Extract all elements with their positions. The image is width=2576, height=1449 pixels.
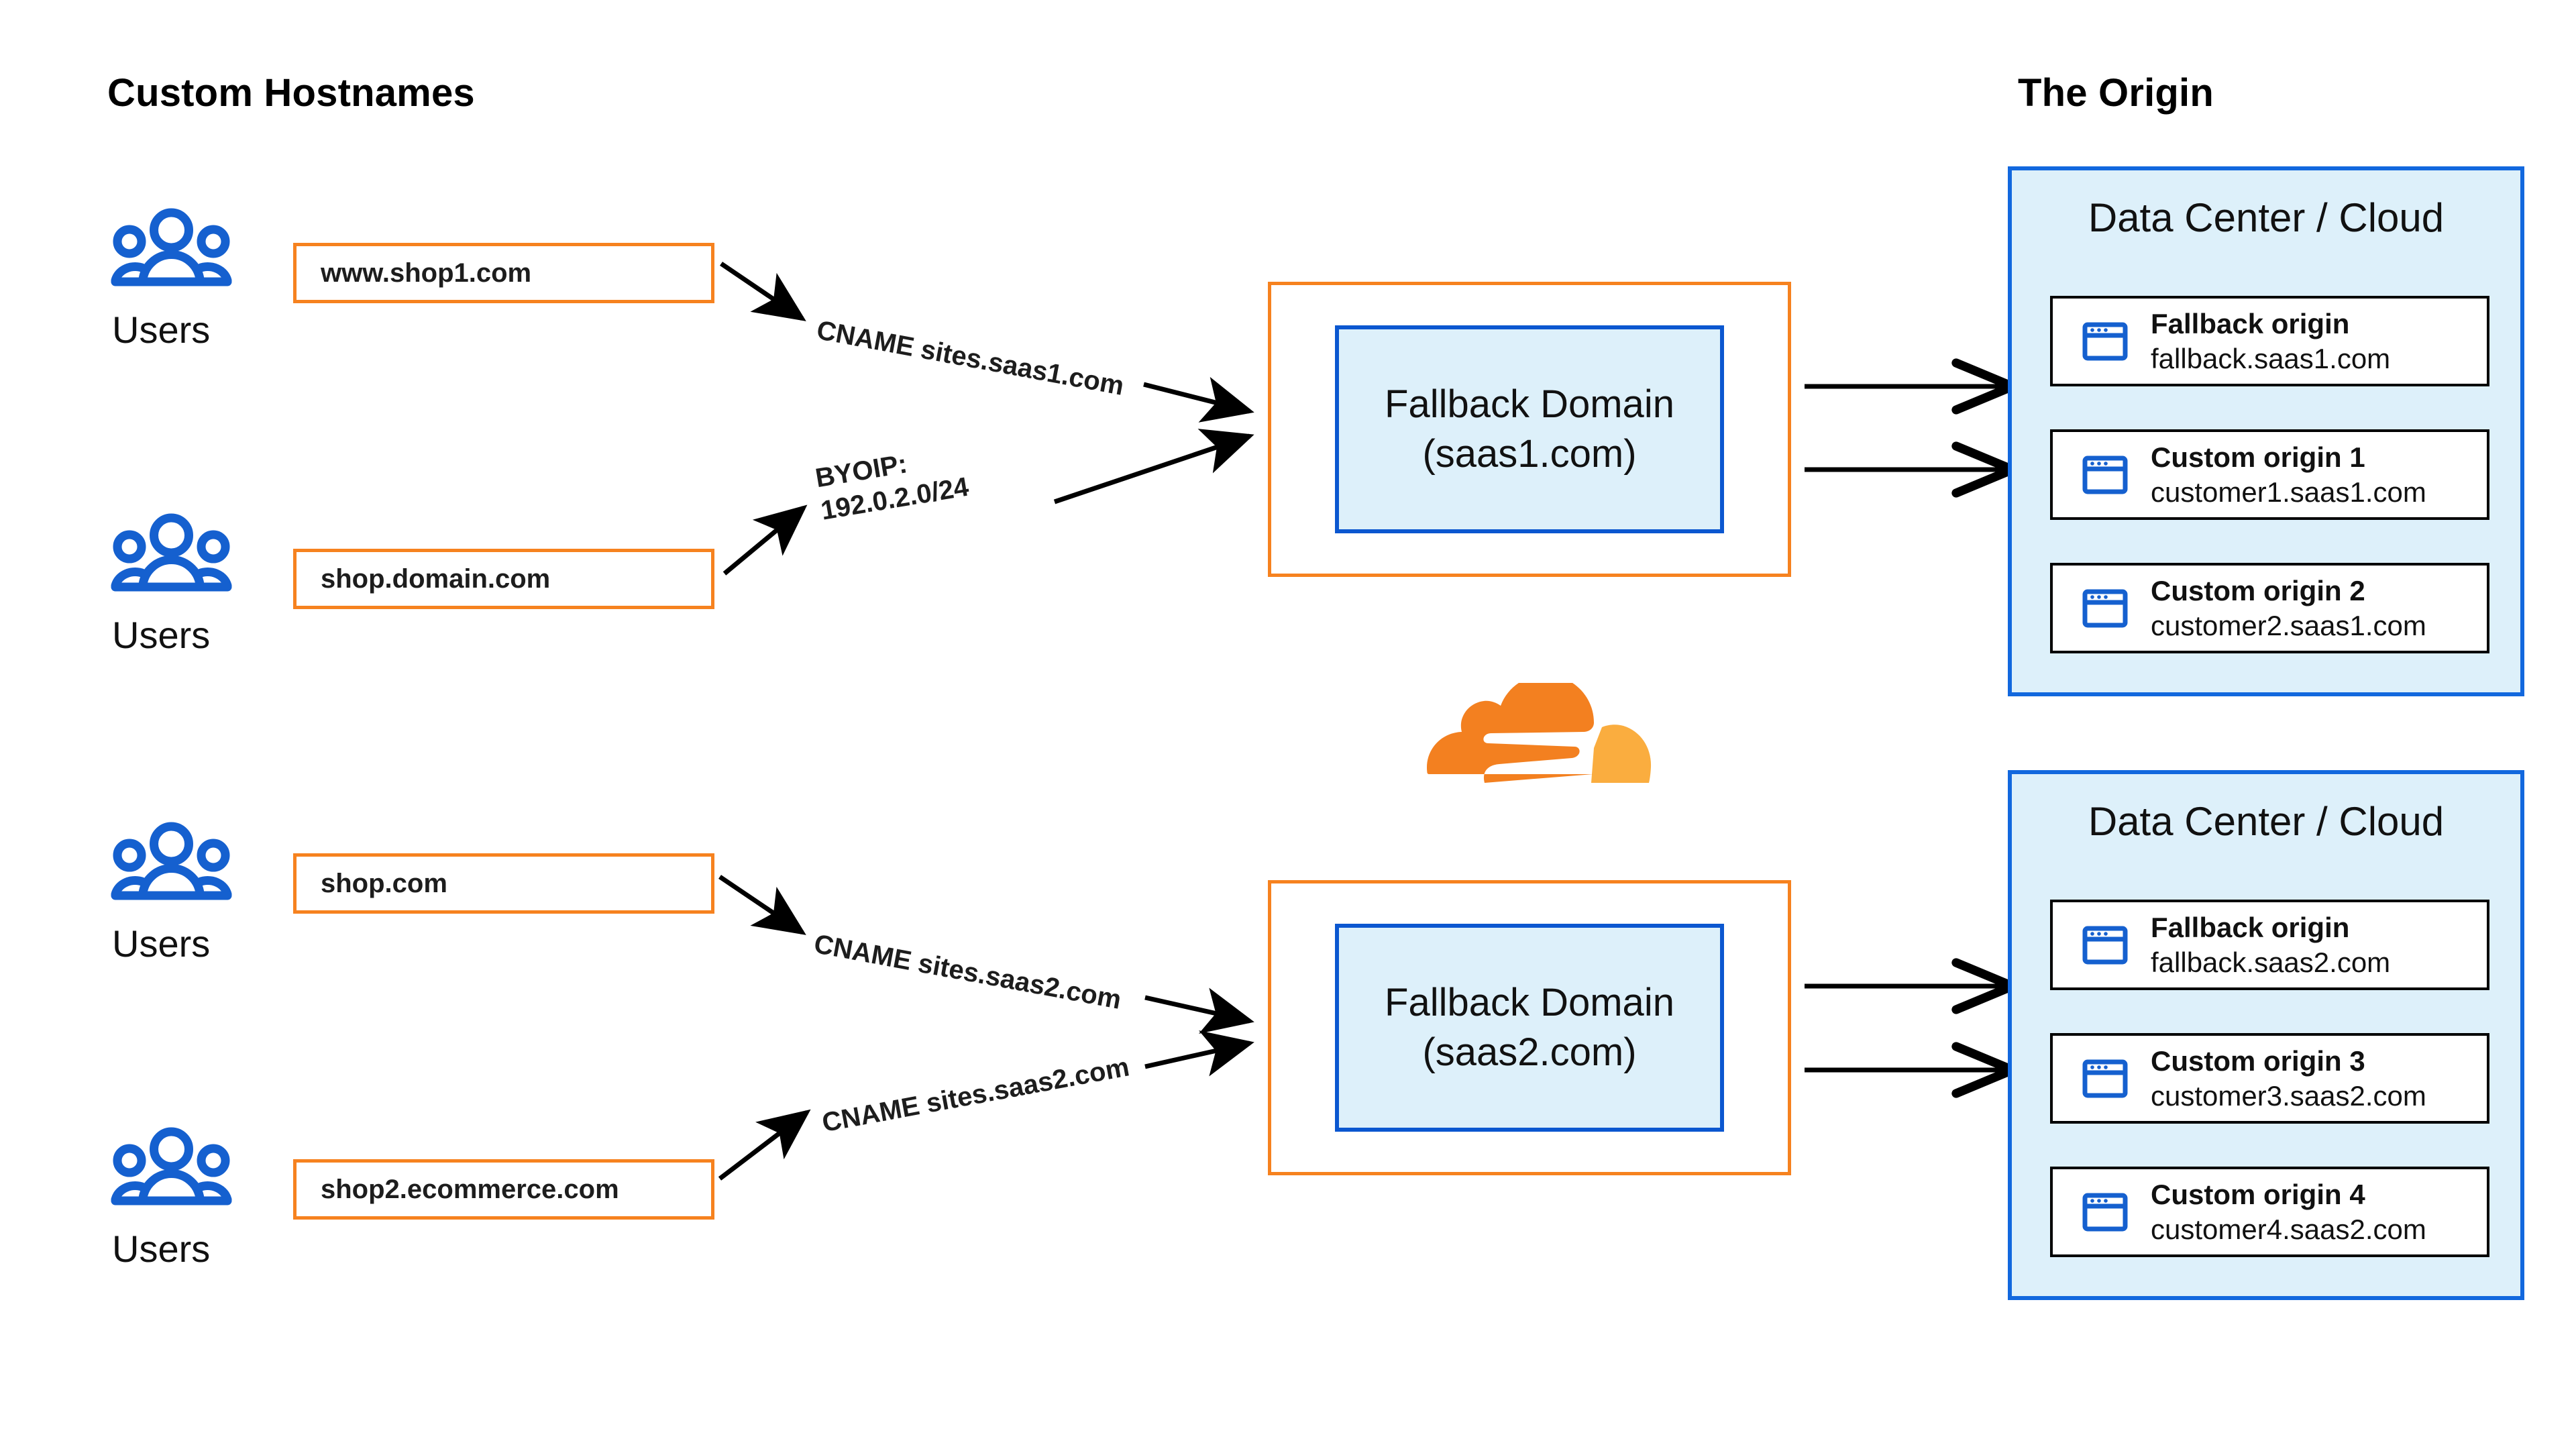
origin-name: Custom origin 3 — [2151, 1045, 2365, 1077]
origin-host: customer2.saas1.com — [2151, 609, 2426, 641]
users-icon — [111, 1127, 232, 1205]
data-center-panel-2: Data Center / Cloud Fallback origin fall… — [2008, 770, 2524, 1300]
user-group-label: Users — [112, 614, 211, 656]
fallback-domain-title: Fallback Domain — [1385, 980, 1674, 1024]
hostname-box-shop2-ecommerce[interactable]: shop2.ecommerce.com — [293, 1159, 714, 1220]
users-icon — [111, 822, 232, 900]
connector-label-cname-saas2-b: CNAME sites.saas2.com — [820, 1052, 1132, 1138]
origin-card-texts: Fallback origin fallback.saas1.com — [2151, 307, 2390, 375]
origin-host: customer3.saas2.com — [2151, 1079, 2426, 1112]
origin-name: Custom origin 2 — [2151, 575, 2365, 607]
origin-card-texts: Custom origin 1 customer1.saas1.com — [2151, 440, 2426, 508]
cloudflare-cloud-icon — [1427, 675, 1652, 783]
custom-hostnames-heading: Custom Hostnames — [107, 71, 475, 115]
origin-card-custom-origin-4[interactable]: Custom origin 4 customer4.saas2.com — [2050, 1167, 2489, 1257]
fallback-domain-title: Fallback Domain — [1385, 382, 1674, 426]
user-group-label: Users — [112, 922, 211, 965]
origin-card-fallback-saas1[interactable]: Fallback origin fallback.saas1.com — [2050, 296, 2489, 386]
origin-name: Custom origin 1 — [2151, 441, 2365, 474]
origin-card-texts: Fallback origin fallback.saas2.com — [2151, 910, 2390, 979]
connector-label-byoip: BYOIP: 192.0.2.0/24 — [813, 438, 971, 527]
browser-window-icon — [2082, 1059, 2128, 1097]
origin-card-custom-origin-3[interactable]: Custom origin 3 customer3.saas2.com — [2050, 1033, 2489, 1124]
user-group-3: Users — [109, 820, 233, 965]
user-group-1: Users — [109, 207, 233, 352]
fallback-domain-saas1[interactable]: Fallback Domain (saas1.com) — [1268, 282, 1791, 577]
user-group-label: Users — [112, 309, 211, 351]
users-icon — [111, 208, 232, 286]
origin-host: customer1.saas1.com — [2151, 476, 2426, 508]
browser-window-icon — [2082, 1193, 2128, 1231]
hostname-box-www-shop1[interactable]: www.shop1.com — [293, 243, 714, 303]
hostname-value: shop.domain.com — [321, 564, 551, 594]
origin-card-custom-origin-2[interactable]: Custom origin 2 customer2.saas1.com — [2050, 563, 2489, 653]
user-group-label: Users — [112, 1228, 211, 1270]
data-center-panel-1: Data Center / Cloud Fallback origin fall… — [2008, 166, 2524, 696]
origin-name: Custom origin 4 — [2151, 1179, 2365, 1211]
hostname-value: shop2.ecommerce.com — [321, 1174, 619, 1204]
the-origin-heading: The Origin — [2018, 71, 2214, 115]
hostname-value: shop.com — [321, 868, 447, 898]
user-group-2: Users — [109, 512, 233, 657]
connector-label-cname-saas2-a: CNAME sites.saas2.com — [811, 929, 1124, 1015]
browser-window-icon — [2082, 926, 2128, 964]
fallback-domain-inner: Fallback Domain (saas2.com) — [1335, 924, 1724, 1132]
users-icon — [111, 513, 232, 592]
origin-name: Fallback origin — [2151, 912, 2350, 944]
cloudflare-logo — [1412, 675, 1667, 804]
hostname-box-shop-domain[interactable]: shop.domain.com — [293, 549, 714, 609]
hostname-value: www.shop1.com — [321, 258, 532, 288]
origin-card-texts: Custom origin 4 customer4.saas2.com — [2151, 1177, 2426, 1246]
origin-host: customer4.saas2.com — [2151, 1213, 2426, 1245]
hostname-box-shop[interactable]: shop.com — [293, 853, 714, 914]
fallback-domain-host: (saas2.com) — [1422, 1030, 1637, 1074]
browser-window-icon — [2082, 589, 2128, 627]
origin-card-texts: Custom origin 3 customer3.saas2.com — [2151, 1044, 2426, 1112]
browser-window-icon — [2082, 322, 2128, 360]
origin-name: Fallback origin — [2151, 308, 2350, 340]
origin-host: fallback.saas2.com — [2151, 946, 2391, 978]
fallback-domain-host: (saas1.com) — [1422, 432, 1637, 476]
data-center-title: Data Center / Cloud — [2088, 195, 2445, 240]
fallback-domain-inner: Fallback Domain (saas1.com) — [1335, 325, 1724, 533]
browser-window-icon — [2082, 455, 2128, 494]
origin-host: fallback.saas1.com — [2151, 342, 2391, 374]
data-center-title: Data Center / Cloud — [2088, 799, 2445, 844]
connector-label-cname-saas1: CNAME sites.saas1.com — [814, 315, 1126, 401]
origin-card-custom-origin-1[interactable]: Custom origin 1 customer1.saas1.com — [2050, 429, 2489, 520]
origin-card-fallback-saas2[interactable]: Fallback origin fallback.saas2.com — [2050, 900, 2489, 990]
fallback-domain-saas2[interactable]: Fallback Domain (saas2.com) — [1268, 880, 1791, 1175]
user-group-4: Users — [109, 1126, 233, 1271]
origin-card-texts: Custom origin 2 customer2.saas1.com — [2151, 574, 2426, 642]
